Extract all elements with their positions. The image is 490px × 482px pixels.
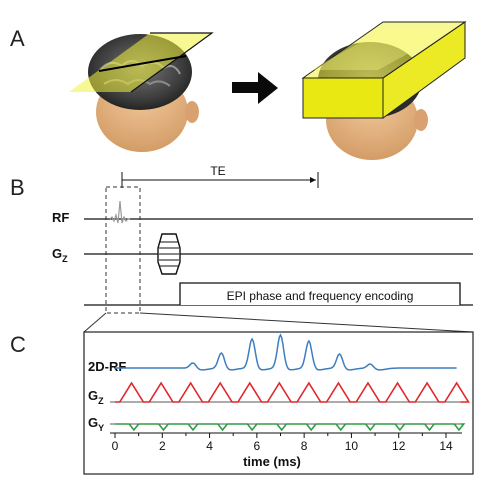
- rf-row-label: RF: [52, 210, 69, 225]
- panel-a-letter: A: [10, 26, 25, 51]
- x-tick-label: 0: [112, 439, 119, 453]
- zoom-selection-box: [105, 186, 141, 314]
- zoom-line-left: [83, 312, 107, 333]
- c-gz-row-label: GZ: [88, 388, 104, 406]
- x-tick-label: 12: [392, 439, 406, 453]
- rf-pulse-thumbnail: [109, 200, 130, 224]
- x-tick-label: 2: [159, 439, 166, 453]
- gy-trace: [115, 423, 466, 432]
- gz-row-label: GZ: [52, 246, 68, 264]
- zoom-line-right: [139, 312, 474, 333]
- panel-b-letter: B: [10, 175, 25, 200]
- x-tick-label: 10: [345, 439, 359, 453]
- gz-crusher-gradient: [157, 233, 181, 275]
- transition-arrow-icon: [232, 72, 278, 104]
- zoom-panel-frame: [83, 331, 474, 475]
- x-axis-label: time (ms): [243, 454, 301, 469]
- rf2d-trace: [115, 333, 457, 371]
- x-tick-label: 8: [301, 439, 308, 453]
- gz-trace: [115, 381, 470, 403]
- slice-plane: [69, 33, 212, 92]
- epi-label: EPI phase and frequency encoding: [227, 289, 414, 303]
- slice-plane-line: [98, 55, 187, 72]
- x-tick-label: 6: [254, 439, 261, 453]
- epi-block: [179, 282, 461, 305]
- slab-box: [301, 21, 467, 119]
- rf2d-row-label: 2D-RF: [88, 359, 126, 374]
- x-axis-ticks: 0 2 4 6 8 10 12 14: [112, 433, 453, 453]
- slice-plane-edge: [130, 32, 214, 93]
- x-tick-label: 14: [439, 439, 453, 453]
- te-label: TE: [210, 164, 225, 178]
- c-gy-row-label: GY: [88, 415, 104, 433]
- panel-c-letter: C: [10, 332, 26, 357]
- x-tick-label: 4: [206, 439, 213, 453]
